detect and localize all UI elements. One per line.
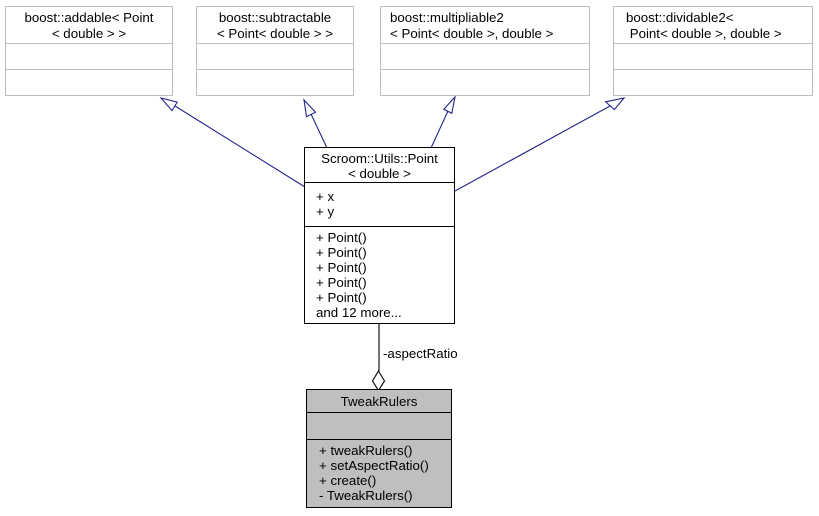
class-title: boost::dividable2< Point< double >, doub… bbox=[614, 7, 812, 44]
class-title: boost::subtractable < Point< double > > bbox=[197, 7, 353, 44]
class-title-line: Scroom::Utils::Point bbox=[321, 151, 438, 166]
inheritance-edge-subtractable bbox=[310, 113, 328, 149]
aggregation-diamond bbox=[371, 369, 386, 392]
attributes-compartment-empty bbox=[307, 413, 451, 440]
attributes-compartment-empty bbox=[6, 44, 172, 70]
inheritance-arrowhead-subtractable bbox=[303, 98, 317, 118]
attribute-item: + y bbox=[316, 204, 335, 219]
class-title: boost::multipliable2 < Point< double >, … bbox=[381, 7, 589, 44]
class-title-line: TweakRulers bbox=[340, 394, 418, 409]
method-item: - TweakRulers() bbox=[319, 488, 413, 503]
class-box-tweakrulers[interactable]: TweakRulers + tweakRulers() + setAspectR… bbox=[306, 389, 452, 508]
class-title-line: < Point< double > > bbox=[216, 26, 334, 41]
class-title-line: boost::dividable2< bbox=[626, 10, 734, 25]
method-item: + Point() bbox=[316, 290, 367, 305]
method-item: + Point() bbox=[316, 260, 367, 275]
class-title: boost::addable< Point < double > > bbox=[6, 7, 172, 44]
method-item: + Point() bbox=[316, 230, 367, 245]
class-title-line: boost::multipliable2 bbox=[390, 10, 504, 25]
methods-compartment-empty bbox=[197, 70, 353, 95]
class-box-boost-multipliable2[interactable]: boost::multipliable2 < Point< double >, … bbox=[380, 6, 590, 96]
method-item: + Point() bbox=[316, 245, 367, 260]
class-box-boost-subtractable[interactable]: boost::subtractable < Point< double > > bbox=[196, 6, 354, 96]
class-title-line: boost::subtractable bbox=[218, 10, 332, 25]
attributes-compartment-empty bbox=[381, 44, 589, 70]
class-title-line: < double > > bbox=[51, 26, 127, 41]
methods-compartment-empty bbox=[381, 70, 589, 95]
class-title-line: < double > bbox=[348, 166, 411, 181]
class-box-scroom-utils-point[interactable]: Scroom::Utils::Point < double > + x + y … bbox=[304, 147, 455, 324]
inheritance-edge-multipliable bbox=[430, 110, 449, 149]
attributes-compartment-empty bbox=[614, 44, 812, 70]
aggregation-label-aspectratio: -aspectRatio bbox=[383, 346, 458, 361]
inheritance-edge-dividable bbox=[454, 105, 611, 192]
class-box-boost-addable[interactable]: boost::addable< Point < double > > bbox=[5, 6, 173, 96]
attributes-compartment: + x + y bbox=[305, 183, 454, 227]
method-item: + tweakRulers() bbox=[319, 443, 413, 458]
attributes-compartment-empty bbox=[197, 44, 353, 70]
methods-compartment-empty bbox=[614, 70, 812, 95]
methods-compartment-empty bbox=[6, 70, 172, 95]
inheritance-arrowhead-addable bbox=[159, 97, 179, 112]
methods-more-indicator: and 12 more... bbox=[316, 305, 402, 320]
class-title-line: Point< double >, double > bbox=[626, 26, 782, 41]
class-title-line: < Point< double >, double > bbox=[390, 26, 554, 41]
attribute-item: + x bbox=[316, 189, 335, 204]
class-title: Scroom::Utils::Point < double > bbox=[305, 148, 454, 183]
inheritance-arrowhead-multipliable bbox=[442, 95, 456, 115]
methods-compartment: + Point() + Point() + Point() + Point() … bbox=[305, 227, 454, 323]
class-title-line: boost::addable< Point bbox=[24, 10, 154, 25]
inheritance-edge-addable bbox=[174, 105, 306, 188]
method-item: + create() bbox=[319, 473, 377, 488]
method-item: + Point() bbox=[316, 275, 367, 290]
method-item: + setAspectRatio() bbox=[319, 458, 429, 473]
inheritance-arrowhead-dividable bbox=[604, 97, 626, 111]
class-title: TweakRulers bbox=[307, 390, 451, 413]
methods-compartment: + tweakRulers() + setAspectRatio() + cre… bbox=[307, 440, 451, 507]
class-box-boost-dividable2[interactable]: boost::dividable2< Point< double >, doub… bbox=[613, 6, 813, 96]
